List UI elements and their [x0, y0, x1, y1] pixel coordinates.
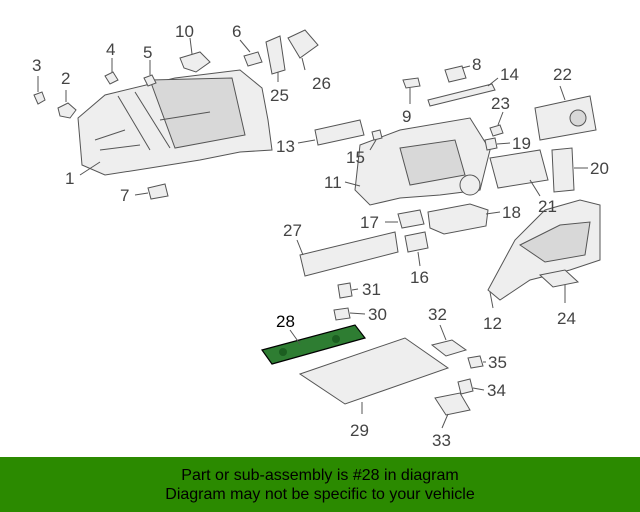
part-8-cover: [444, 65, 471, 83]
part-34-hook: [457, 378, 485, 395]
part-20-duct: [551, 147, 588, 193]
callout-13: 13: [276, 137, 295, 156]
part-23-clip: [489, 111, 504, 137]
callout-19: 19: [512, 134, 531, 153]
callout-10: 10: [175, 22, 194, 41]
part-10-handle: [179, 37, 211, 73]
callout-5: 5: [143, 43, 152, 62]
callout-27: 27: [283, 221, 302, 240]
part-29-deck-board: [298, 337, 450, 414]
callout-26: 26: [312, 74, 331, 93]
callout-17: 17: [360, 213, 379, 232]
callout-23: 23: [491, 94, 510, 113]
callout-1: 1: [65, 169, 74, 188]
footer-banner: Part or sub-assembly is #28 in diagram D…: [0, 457, 640, 512]
part-19-clip: [484, 137, 511, 151]
callout-2: 2: [61, 69, 70, 88]
callout-15: 15: [346, 148, 365, 167]
callout-33: 33: [432, 431, 451, 450]
callout-21: 21: [538, 197, 557, 216]
callout-25: 25: [270, 86, 289, 105]
callout-8: 8: [472, 55, 481, 74]
part-1-quarter-trim-panel: [77, 69, 273, 176]
part-30-hook: [333, 307, 366, 321]
part-4-clip: [104, 58, 119, 85]
callout-12: 12: [483, 314, 502, 333]
callout-3: 3: [32, 56, 41, 75]
part-13-garnish: [297, 119, 365, 146]
part-3-clip: [33, 76, 46, 105]
callout-9: 9: [402, 107, 411, 126]
callout-32: 32: [428, 305, 447, 324]
part-26-cover: [287, 29, 319, 71]
part-27-tonneau-cover: [296, 231, 399, 277]
callout-11: 11: [324, 173, 342, 192]
callout-4: 4: [106, 40, 115, 59]
callout-28-highlighted: 28: [276, 312, 295, 331]
callout-20: 20: [590, 159, 609, 178]
part-31-hook: [337, 282, 359, 299]
part-14-strip: [427, 77, 499, 107]
part-7-cover: [134, 183, 169, 200]
callout-16: 16: [410, 268, 429, 287]
part-12-quarter-trim: [487, 199, 601, 309]
part-28-highlighted: [261, 324, 367, 365]
callout-22: 22: [553, 65, 572, 84]
part-21-panel: [489, 149, 549, 197]
footer-line-2: Diagram may not be specific to your vehi…: [165, 485, 475, 503]
part-17-cover: [385, 209, 425, 229]
callout-30: 30: [368, 305, 387, 324]
callout-29: 29: [350, 421, 369, 440]
callout-14: 14: [500, 65, 519, 84]
parts-diagram: 3 2 4 5 10 6 25 26 1 7 8 14 22 9 23 19 1…: [32, 22, 609, 450]
part-18-tray: [427, 174, 501, 235]
part-35-hook: [467, 355, 486, 369]
footer-line-1: Part or sub-assembly is #28 in diagram: [181, 466, 459, 484]
part-11-quarter-trim: [344, 117, 491, 206]
callout-7: 7: [120, 186, 129, 205]
part-16-box: [404, 231, 429, 267]
callout-18: 18: [502, 203, 521, 222]
part-6-bracket: [239, 39, 263, 67]
part-25-bracket: [265, 35, 286, 82]
callout-35: 35: [488, 353, 507, 372]
part-24-bracket: [538, 269, 580, 303]
callout-24: 24: [557, 309, 576, 328]
part-5-clip: [143, 60, 157, 87]
callout-34: 34: [487, 381, 506, 400]
callout-31: 31: [362, 280, 381, 299]
part-33-plate: [434, 392, 471, 429]
part-22-panel: [534, 85, 597, 141]
part-9-clip: [402, 77, 421, 104]
callout-6: 6: [232, 22, 241, 41]
part-2-clip: [57, 90, 77, 119]
part-15-clip: [369, 129, 383, 151]
part-32-plate: [430, 324, 468, 357]
